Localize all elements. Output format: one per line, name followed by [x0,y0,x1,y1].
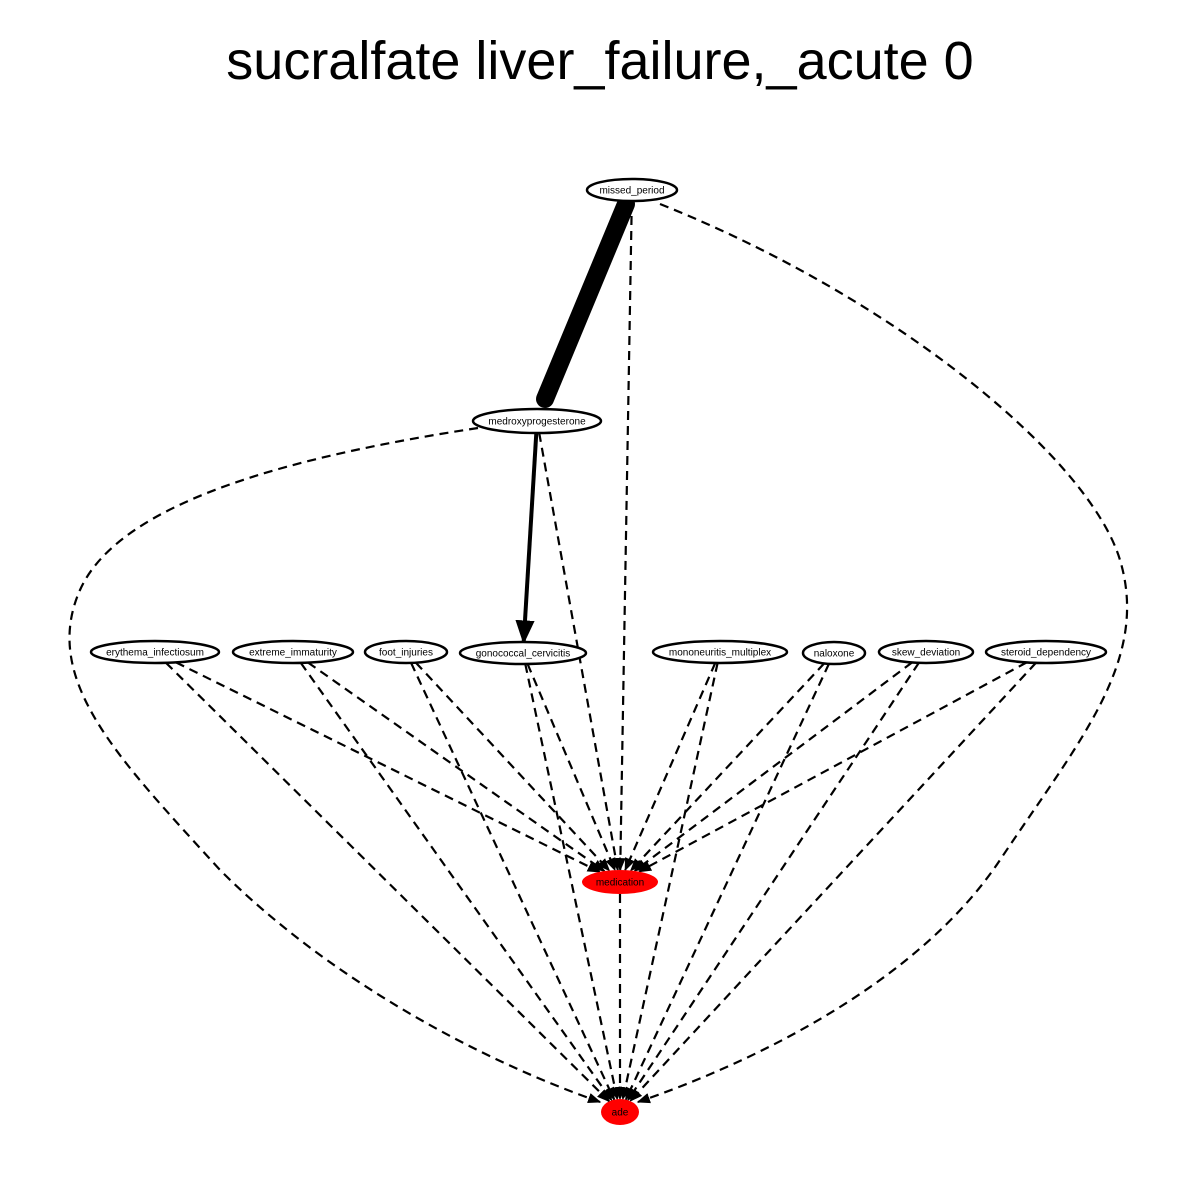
node-medroxyprogesterone: medroxyprogesterone [471,407,603,435]
node-missed_period: missed_period [585,177,679,203]
diagram-title: sucralfate liver_failure,_acute 0 [226,31,974,91]
node-label-gonococcal_cervicitis: gonococcal_cervicitis [476,649,571,660]
edge-missed_period-to-medroxyprogesterone [536,195,635,408]
edge-skew_deviation-to-medication [633,661,913,872]
node-shape-medroxyprogesterone [471,407,603,435]
node-shape-missed_period [585,177,679,203]
node-shape-steroid_dependency [984,639,1108,665]
node-shape-ade [601,1099,639,1125]
node-extreme_immaturity: extreme_immaturity [231,639,355,665]
node-label-foot_injuries: foot_injuries [379,648,433,659]
node-label-skew_deviation: skew_deviation [892,648,960,659]
node-label-medroxyprogesterone: medroxyprogesterone [488,417,586,428]
edge-missed_period-to-ade [636,202,1129,1104]
edge-foot_injuries-to-ade [410,662,616,1101]
node-shape-naloxone [801,640,867,666]
edge-erythema_infectiosum-to-medication [175,661,601,873]
edge-naloxone-to-medication [629,662,826,872]
node-label-medication: medication [596,878,644,889]
edge-gonococcal_cervicitis-to-medication [526,663,617,872]
node-gonococcal_cervicitis: gonococcal_cervicitis [458,640,588,666]
edge-extreme_immaturity-to-ade [299,662,613,1102]
edge-mononeuritis_multiplex-to-medication [624,662,717,872]
node-ade: ade [601,1099,639,1125]
node-label-naloxone: naloxone [814,649,855,660]
node-naloxone: naloxone [801,640,867,666]
node-shape-foot_injuries [363,639,449,665]
node-medication: medication [582,870,658,894]
edge-medroxyprogesterone-to-ade [68,426,602,1104]
edge-naloxone-to-ade [624,663,830,1101]
node-erythema_infectiosum: erythema_infectiosum [89,639,221,665]
node-shape-medication [582,870,658,894]
edge-skew_deviation-to-ade [626,662,920,1102]
nodes-layer: missed_period medroxyprogesterone erythema… [89,177,1108,1125]
node-skew_deviation: skew_deviation [877,639,975,665]
node-shape-skew_deviation [877,639,975,665]
node-shape-extreme_immaturity [231,639,355,665]
edge-steroid_dependency-to-medication [638,661,1028,873]
node-shape-erythema_infectiosum [89,639,221,665]
node-label-extreme_immaturity: extreme_immaturity [249,648,337,659]
edge-medroxyprogesterone-to-gonococcal_cervicitis [515,432,539,645]
edge-erythema_infectiosum-to-ade [165,662,611,1103]
node-foot_injuries: foot_injuries [363,639,449,665]
node-shape-mononeuritis_multiplex [651,639,789,665]
node-shape-gonococcal_cervicitis [458,640,588,666]
node-label-erythema_infectiosum: erythema_infectiosum [106,648,204,659]
edge-missed_period-to-medication [615,200,633,872]
edges-layer [68,195,1129,1104]
edge-foot_injuries-to-medication [415,661,611,872]
node-label-ade: ade [612,1108,629,1119]
node-steroid_dependency: steroid_dependency [984,639,1108,665]
edge-steroid_dependency-to-ade [629,662,1037,1102]
node-label-mononeuritis_multiplex: mononeuritis_multiplex [669,648,771,659]
node-label-steroid_dependency: steroid_dependency [1001,648,1091,659]
edge-extreme_immaturity-to-medication [307,661,606,872]
node-label-missed_period: missed_period [599,186,664,197]
node-mononeuritis_multiplex: mononeuritis_multiplex [651,639,789,665]
